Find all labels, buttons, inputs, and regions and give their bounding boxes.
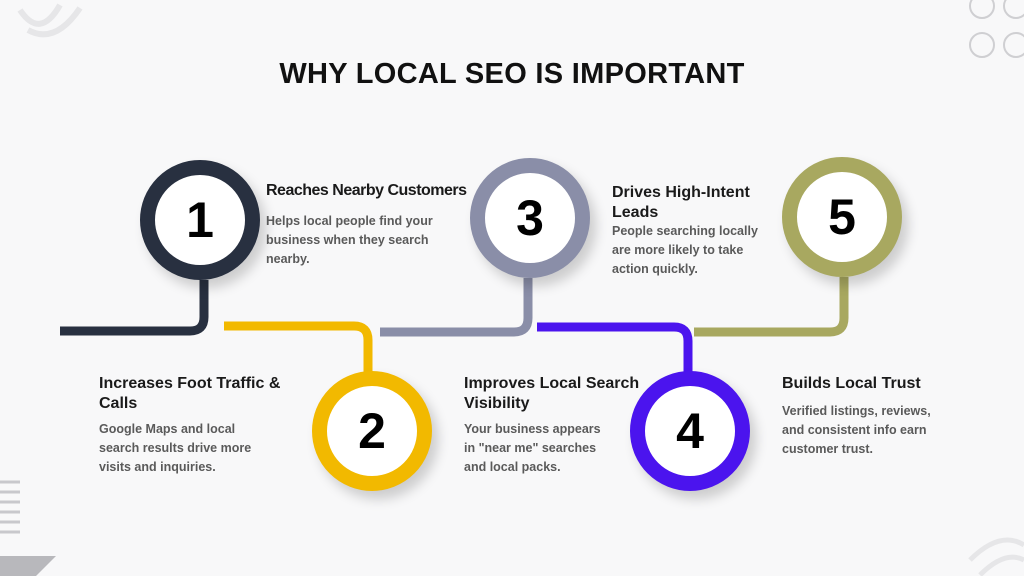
squiggle-decoration-bottom [968,537,1024,576]
step-2-description: Google Maps and local search results dri… [99,422,252,474]
step-4-description: Your business appears in "near me" searc… [464,422,601,474]
step-4-title: Improves Local Search Visibility [464,375,640,412]
step-1-title: Reaches Nearby Customers [266,182,467,199]
page-title: WHY LOCAL SEO IS IMPORTANT [279,58,745,90]
connector-5 [694,277,849,337]
step-1-description: Helps local people find your business wh… [266,214,433,266]
step-2-title: Increases Foot Traffic & Calls [99,375,281,412]
connector-3 [380,278,533,337]
step-5-circle: 5 [782,157,902,277]
squiggle-decoration [17,3,83,38]
corner-decoration [0,556,56,576]
connector-4 [537,322,693,372]
stripes-decoration [0,480,20,534]
step-3-description: People searching locally are more likely… [612,224,758,276]
connector-2 [224,321,373,372]
connector-1 [60,280,209,336]
step-1-circle: 1 [140,160,260,280]
step-5-description: Verified listings, reviews, and consiste… [782,404,931,456]
step-2-circle: 2 [312,371,432,491]
circles-decoration [969,0,1024,58]
step-3-title: Drives High-Intent Leads [612,184,750,221]
step-5-title: Builds Local Trust [782,375,921,392]
step-3-circle: 3 [470,158,590,278]
